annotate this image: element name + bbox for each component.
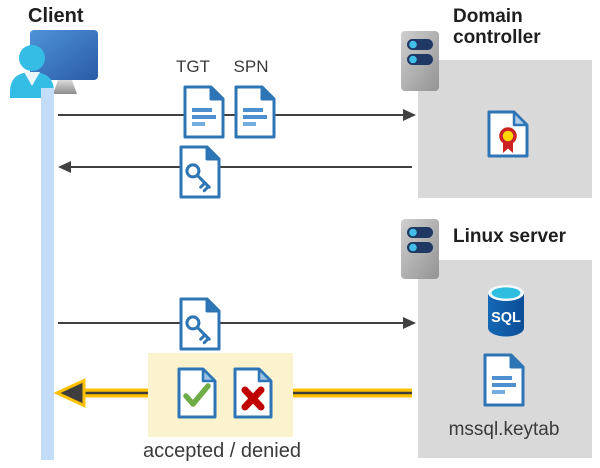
- tgt-label: TGT: [176, 57, 210, 76]
- key-document-icon: [179, 297, 221, 351]
- certificate-icon: [487, 110, 529, 158]
- server-icon: [401, 31, 439, 91]
- spn-document-icon: [234, 85, 276, 139]
- monitor-stand: [53, 80, 77, 94]
- client-label: Client: [28, 5, 84, 27]
- arrow-return-ticket: [58, 161, 412, 173]
- person-collar: [24, 72, 40, 86]
- tgt-document-icon: [183, 85, 225, 139]
- key-document-icon: [179, 145, 221, 199]
- client-timeline-bar: [41, 88, 54, 460]
- linux-server-label: Linux server: [453, 226, 566, 247]
- arrow-present-ticket: [58, 317, 416, 329]
- client-workstation-icon: [10, 30, 98, 98]
- denied-document-icon: [233, 367, 273, 419]
- keytab-label: mssql.keytab: [448, 419, 560, 440]
- spn-label: SPN: [233, 57, 269, 76]
- domain-controller-label: Domain controller: [453, 6, 541, 49]
- sql-database-icon: SQL: [488, 285, 524, 337]
- person-head: [19, 45, 45, 71]
- sql-label: SQL: [491, 310, 521, 326]
- server-icon: [401, 219, 439, 279]
- arrow-request-tgt-spn: [58, 109, 416, 121]
- result-label: accepted / denied: [143, 440, 301, 462]
- keytab-document-icon: [483, 353, 525, 407]
- monitor-shape: [30, 30, 98, 80]
- accepted-document-icon: [177, 367, 217, 419]
